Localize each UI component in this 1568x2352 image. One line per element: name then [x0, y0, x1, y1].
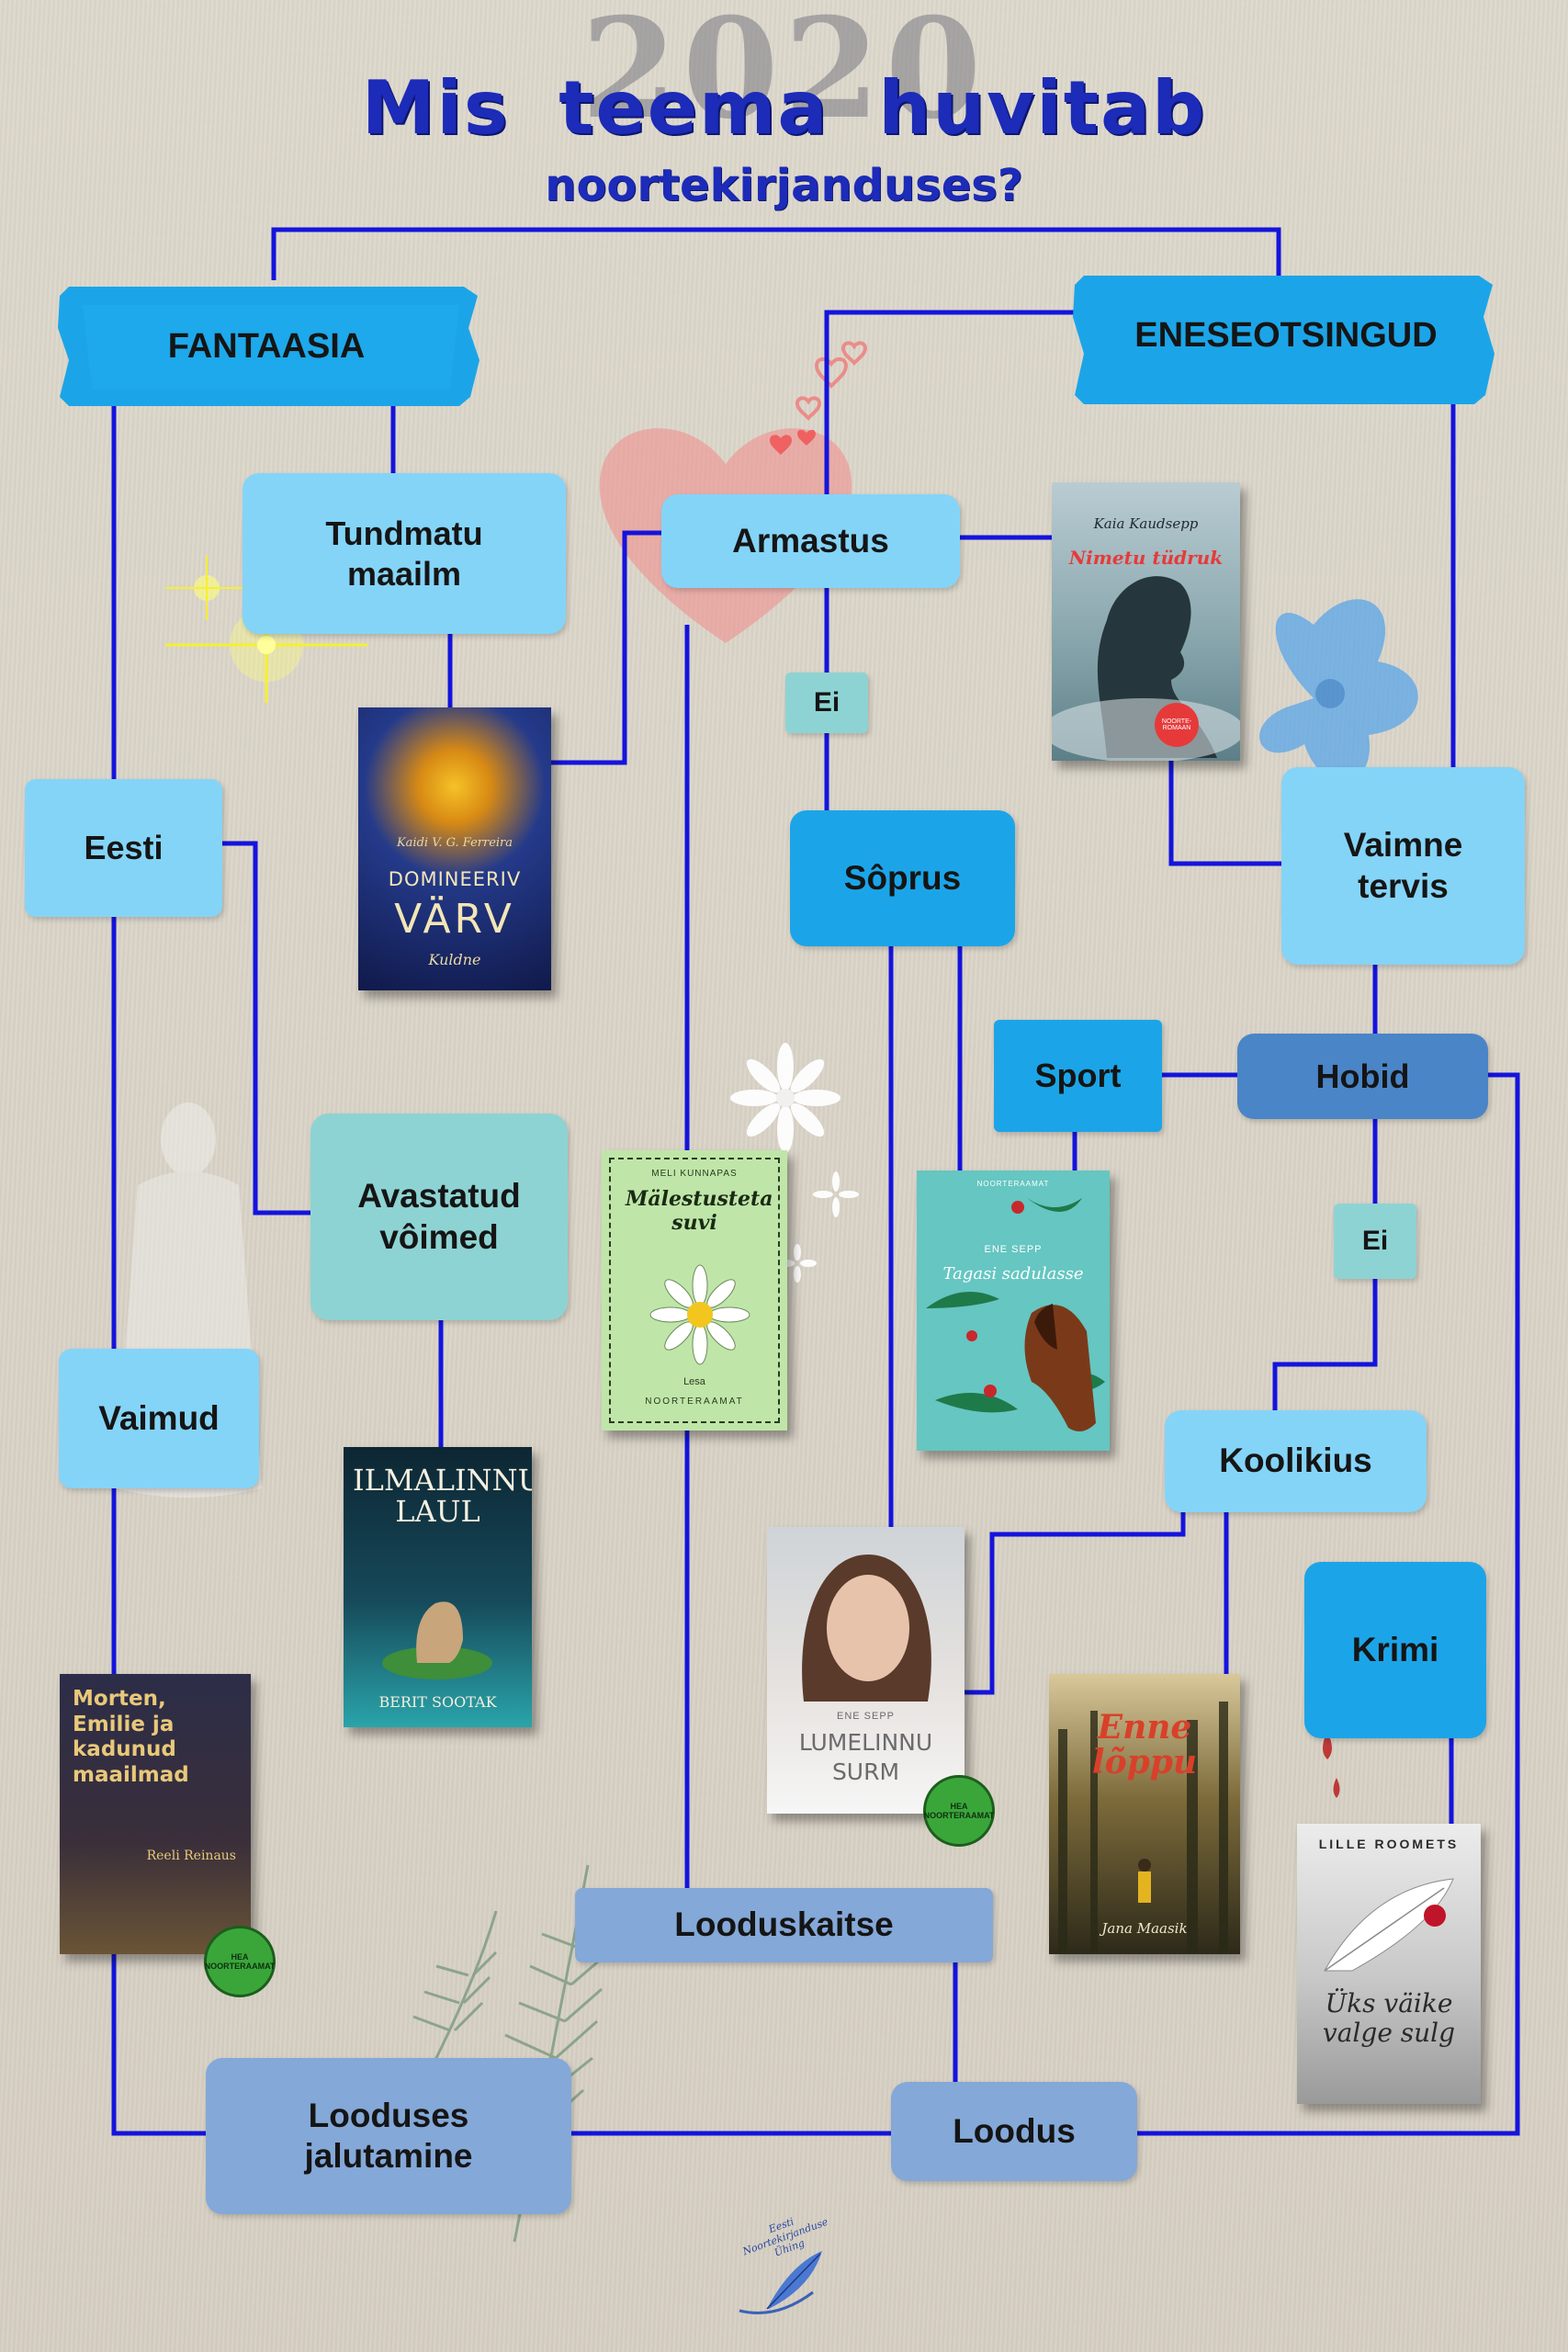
book-title: SURM: [831, 1758, 900, 1785]
book-title: Enne lõppu: [1091, 1708, 1198, 1781]
connector-nimetu-vaimne: [1168, 761, 1281, 866]
book-author-2: Lesa: [683, 1376, 705, 1387]
page-title: Mis teema huvitab: [361, 65, 1207, 151]
eneseotsingud-label: ENESEOTSINGUD: [1134, 315, 1438, 355]
book-author: BERIT SOOTAK: [378, 1693, 497, 1711]
connector-domineeriv-armastus: [551, 530, 661, 765]
book-author: Kaidi V. G. Ferreira: [396, 836, 513, 850]
island-illustration: [382, 1601, 492, 1679]
book-domineeriv-varv[interactable]: Kaidi V. G. Ferreira DOMINEERIV VÄRV Kul…: [358, 707, 551, 990]
node-looduskaitse[interactable]: Looduskaitse: [575, 1888, 993, 1962]
connector-ei-branch: [1272, 1279, 1378, 1410]
daisy-illustration: [649, 1264, 750, 1365]
node-hobid[interactable]: Hobid: [1237, 1034, 1488, 1119]
book-title: Nimetu tüdruk: [1068, 547, 1224, 569]
book-title: DOMINEERIV: [388, 868, 522, 890]
node-vaimud[interactable]: Vaimud: [59, 1349, 259, 1488]
book-malestusteta-suvi[interactable]: MELI KUNNAPAS Mälestusteta suvi Lesa NOO…: [602, 1150, 787, 1430]
daisy-decoration: [730, 1043, 859, 1283]
connector-eesti-avastatud: [222, 841, 310, 1216]
book-ilmalinnu-laul[interactable]: ILMALINNU LAUL BERIT SOOTAK: [344, 1447, 532, 1727]
connector-fantaasia-trunk: [111, 404, 206, 2136]
feather-illustration: [1324, 1878, 1454, 1972]
book-tag: NOORTE-ROMAAN: [1155, 703, 1199, 747]
book-author: MELI KUNNAPAS: [651, 1169, 738, 1179]
book-nimetu-tudruk[interactable]: Kaia Kaudsepp Nimetu tüdruk NOORTE-ROMAA…: [1052, 482, 1240, 761]
portrait-illustration: [802, 1555, 931, 1702]
node-ei-2[interactable]: Ei: [1334, 1204, 1416, 1279]
node-looduses-jalutamine[interactable]: Looduses jalutamine: [206, 2058, 571, 2214]
node-ei-1[interactable]: Ei: [785, 673, 868, 733]
book-uks-vaike-valge-sulg[interactable]: LILLE ROOMETS Üks väike valge sulg: [1297, 1824, 1481, 2104]
node-koolikius[interactable]: Koolikius: [1165, 1410, 1427, 1512]
footer-logo: Eesti Noortekirjanduse Ühing: [712, 2200, 859, 2347]
connector-eneseotsingud-armastus: [824, 310, 1075, 494]
sparkle-decoration: [165, 556, 367, 703]
book-title: Üks väike valge sulg: [1322, 1988, 1456, 2049]
book-author: ENE SEPP: [836, 1711, 896, 1722]
book-enne-loppu[interactable]: Enne lõppu Jana Maasik: [1049, 1674, 1240, 1954]
book-title: VÄRV: [394, 896, 515, 943]
book-publisher: NOORTERAAMAT: [645, 1396, 744, 1407]
book-author: Kaia Kaudsepp: [1093, 515, 1199, 532]
node-avastatud-voimed[interactable]: Avastatud vôimed: [310, 1114, 568, 1320]
connector-hobid-loodus: [1137, 1072, 1520, 2136]
book-subtitle: Kuldne: [428, 951, 481, 968]
blue-flower-decoration: [1259, 599, 1418, 782]
node-loodus[interactable]: Loodus: [891, 2082, 1137, 2181]
year-watermark: 2020: [581, 0, 987, 150]
small-hearts-decoration: [795, 341, 868, 421]
node-armastus[interactable]: Armastus: [661, 494, 960, 588]
connector-koolikius-lumelinnu: [964, 1512, 1186, 1695]
book-title: Mälestusteta suvi: [626, 1187, 773, 1235]
connector-fantaasia-eneseotsingud: [271, 227, 1281, 280]
node-vaimne-tervis[interactable]: Vaimne tervis: [1281, 767, 1525, 965]
node-krimi[interactable]: Krimi: [1304, 1562, 1486, 1738]
award-badge: HEA NOORTERAAMAT: [204, 1926, 276, 1997]
book-title: Tagasi sadulasse: [942, 1264, 1084, 1283]
node-sport[interactable]: Sport: [994, 1020, 1162, 1132]
book-title: LUMELINNU: [798, 1729, 933, 1756]
forest-illustration: [1058, 1702, 1228, 1954]
node-soprus[interactable]: Sôprus: [790, 810, 1015, 946]
page-subtitle: noortekirjanduses?: [545, 160, 1023, 211]
blood-drops-decoration: [1323, 1732, 1340, 1798]
banner-fantaasia[interactable]: [55, 287, 487, 406]
fantaasia-label: FANTAASIA: [167, 326, 366, 366]
award-badge: HEA NOORTERAAMAT: [923, 1775, 995, 1847]
book-morten-emilie[interactable]: Morten, Emilie ja kadunud maailmad Reeli…: [60, 1674, 251, 1954]
banner-eneseotsingud[interactable]: [1070, 276, 1502, 404]
book-author: Reeli Reinaus: [146, 1849, 236, 1863]
book-lumelinnu-surm[interactable]: ENE SEPP LUMELINNU SURM: [767, 1527, 964, 1814]
book-author: LILLE ROOMETS: [1318, 1837, 1460, 1851]
node-eesti[interactable]: Eesti: [25, 779, 222, 917]
horse-illustration: [926, 1198, 1105, 1431]
book-tagasi-sadulasse[interactable]: ENE SEPP Tagasi sadulasse NOORTERAAMAT: [917, 1170, 1110, 1451]
book-title: ILMALINNU LAUL: [353, 1463, 532, 1529]
node-tundmatu-maailm[interactable]: Tundmatu maailm: [243, 473, 566, 634]
feather-logo-icon: [739, 2251, 822, 2314]
book-publisher: NOORTERAAMAT: [976, 1180, 1050, 1188]
book-author: ENE SEPP: [984, 1244, 1043, 1255]
book-title: Morten, Emilie ja kadunud maailmad: [73, 1687, 189, 1787]
book-author: Jana Maasik: [1101, 1920, 1188, 1937]
